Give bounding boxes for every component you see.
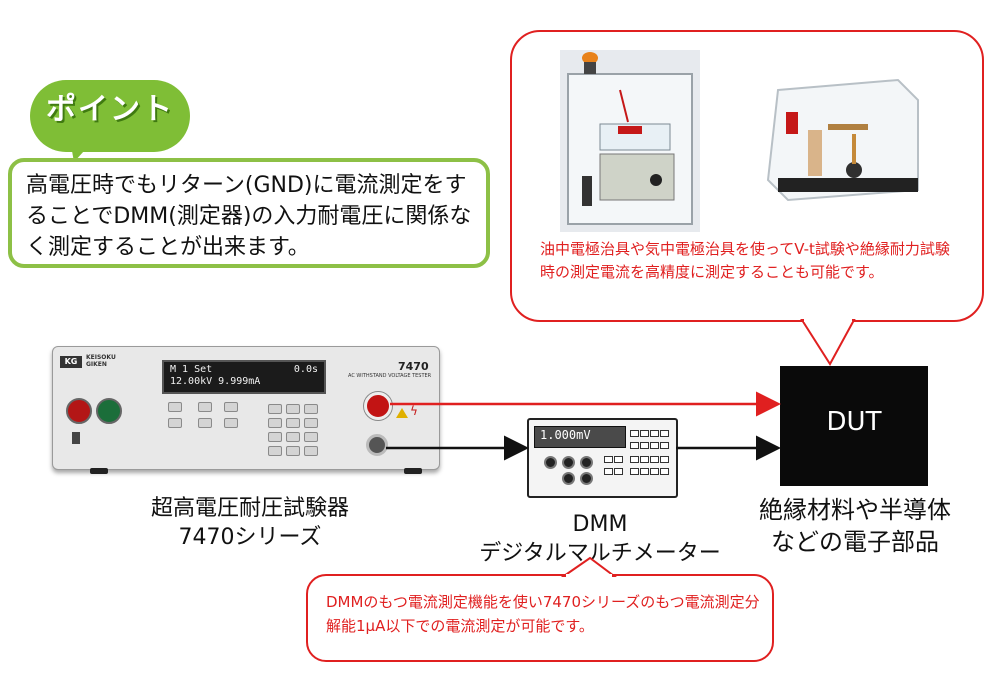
dmm-input-jack[interactable] — [544, 456, 557, 469]
bottom-callout-tail — [560, 556, 617, 578]
top-callout-text: 油中電極治具や気中電極治具を使ってV-t試験や絶縁耐力試験時の測定電流を高精度に… — [540, 240, 950, 281]
tester-subtitle: AC WITHSTAND VOLTAGE TESTER — [348, 373, 432, 379]
warning-icon — [396, 408, 408, 418]
tester-caption-line2: 7470シリーズ — [178, 525, 322, 550]
tester-display-time: 0.0s — [293, 364, 318, 375]
dmm-caption: DMM デジタルマルチメーター — [460, 510, 740, 568]
keypad-key[interactable] — [286, 446, 300, 456]
tester-logo: KG — [60, 356, 82, 368]
tester-model: 7470 — [398, 360, 429, 373]
dut-label: DUT — [826, 407, 882, 437]
test-button[interactable] — [96, 398, 122, 424]
dmm-caption-line1: DMM — [572, 512, 628, 537]
dmm-key[interactable] — [650, 430, 659, 437]
keypad-key[interactable] — [304, 418, 318, 428]
dmm-key[interactable] — [650, 468, 659, 475]
tester-display-mode: M 1 Set — [170, 364, 213, 375]
top-callout-tail — [800, 318, 856, 366]
tester-brand-line2: GIKEN — [86, 361, 107, 368]
tester-foot — [90, 468, 108, 474]
dmm-key[interactable] — [640, 442, 649, 449]
dmm-key[interactable] — [650, 442, 659, 449]
dut-caption-line2: などの電子部品 — [771, 528, 939, 556]
dmm-key[interactable] — [640, 456, 649, 463]
point-badge-label: ポイント — [46, 92, 174, 127]
dmm-key[interactable] — [630, 456, 639, 463]
dmm-key[interactable] — [604, 456, 613, 463]
panel-key[interactable] — [168, 402, 182, 412]
panel-key[interactable] — [224, 402, 238, 412]
dmm-key[interactable] — [660, 442, 669, 449]
dmm-key[interactable] — [660, 430, 669, 437]
dmm-readout: 1.000mV — [540, 428, 591, 442]
keypad-key[interactable] — [286, 418, 300, 428]
point-text-box — [8, 158, 490, 268]
dmm-key[interactable] — [660, 456, 669, 463]
dut-caption: 絶縁材料や半導体 などの電子部品 — [740, 494, 970, 558]
point-badge-tail — [70, 140, 94, 162]
return-terminal[interactable] — [366, 434, 388, 456]
point-badge — [30, 80, 190, 152]
dmm-key[interactable] — [660, 468, 669, 475]
dmm-key[interactable] — [640, 430, 649, 437]
keypad-key[interactable] — [268, 446, 282, 456]
dmm-input-jack[interactable] — [580, 472, 593, 485]
tester-caption: 超高電圧耐圧試験器 7470シリーズ — [100, 494, 400, 552]
tester-display: M 1 Set 0.0s 12.00kV 9.999mA — [162, 360, 326, 394]
tester-foot — [404, 468, 422, 474]
oil-electrode-fixture-photo — [560, 50, 700, 232]
keypad-key[interactable] — [268, 418, 282, 428]
keypad-key[interactable] — [286, 432, 300, 442]
power-switch[interactable] — [72, 432, 80, 444]
dut-box — [780, 366, 928, 486]
high-voltage-icon: ϟ — [410, 404, 418, 418]
dut-caption-line1: 絶縁材料や半導体 — [759, 496, 951, 524]
panel-key[interactable] — [224, 418, 238, 428]
dmm-input-jack[interactable] — [562, 456, 575, 469]
bottom-callout-text: DMMのもつ電流測定機能を使い7470シリーズのもつ電流測定分解能1μA以下での… — [326, 593, 760, 635]
dmm-key[interactable] — [630, 468, 639, 475]
air-electrode-fixture-photo — [748, 60, 928, 220]
dmm-key[interactable] — [640, 468, 649, 475]
dmm-key[interactable] — [614, 456, 623, 463]
dmm-key[interactable] — [650, 456, 659, 463]
keypad-key[interactable] — [304, 432, 318, 442]
dmm-input-jack[interactable] — [562, 472, 575, 485]
dmm-key[interactable] — [614, 468, 623, 475]
keypad-key[interactable] — [304, 446, 318, 456]
bottom-callout — [306, 574, 774, 662]
tester-brand: KEISOKU GIKEN — [86, 354, 116, 368]
reset-button[interactable] — [66, 398, 92, 424]
panel-key[interactable] — [198, 402, 212, 412]
panel-key[interactable] — [168, 418, 182, 428]
dmm-key[interactable] — [630, 430, 639, 437]
keypad-key[interactable] — [286, 404, 300, 414]
point-text: 高電圧時でもリターン(GND)に電流測定をすることでDMM(測定器)の入力耐電圧… — [26, 173, 472, 260]
dmm-caption-line2: デジタルマルチメーター — [479, 541, 721, 566]
tester-caption-line1: 超高電圧耐圧試験器 — [150, 496, 349, 521]
dmm-key[interactable] — [604, 468, 613, 475]
panel-key[interactable] — [198, 418, 212, 428]
dmm-input-jack[interactable] — [580, 456, 593, 469]
keypad-key[interactable] — [268, 432, 282, 442]
tester-brand-line1: KEISOKU — [86, 354, 116, 361]
high-voltage-terminal[interactable] — [364, 392, 392, 420]
keypad-key[interactable] — [304, 404, 318, 414]
keypad-key[interactable] — [268, 404, 282, 414]
tester-display-reading: 12.00kV 9.999mA — [170, 376, 261, 387]
dmm-display — [534, 426, 626, 448]
dmm-key[interactable] — [630, 442, 639, 449]
